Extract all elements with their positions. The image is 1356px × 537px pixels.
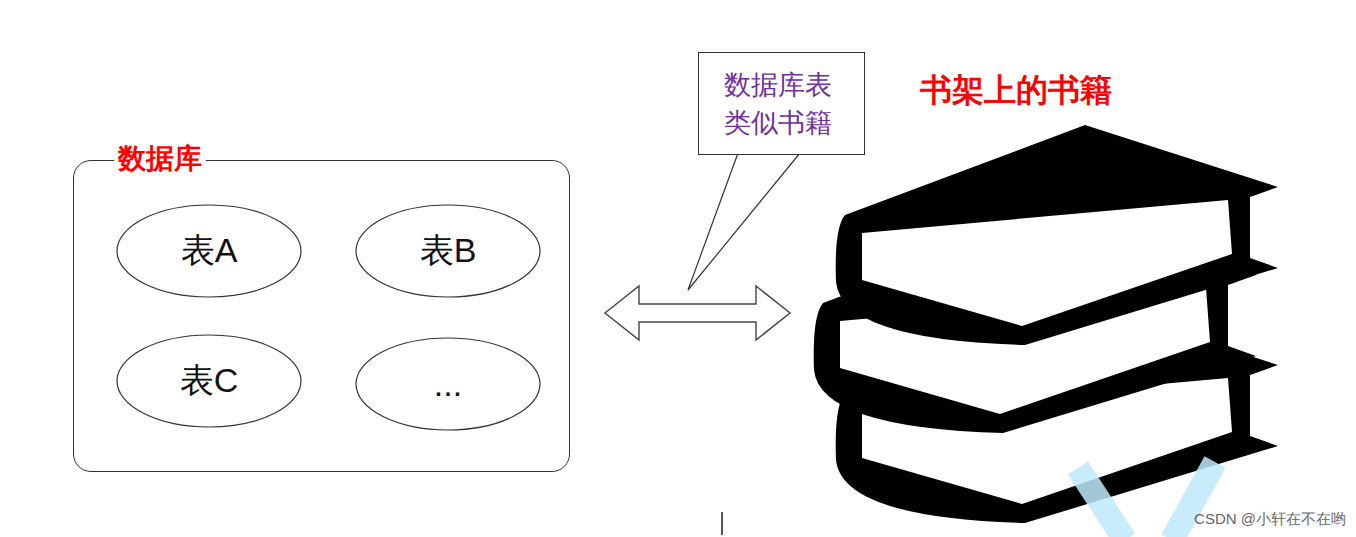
table-ellipse: 表C — [116, 334, 302, 428]
table-ellipse: 表A — [116, 204, 302, 298]
node-label: 表C — [180, 358, 239, 404]
figure-title: 书架上的书籍 — [920, 70, 1112, 110]
callout-tail — [688, 153, 800, 290]
table-ellipse: 表B — [355, 204, 541, 298]
node-label: ... — [434, 365, 462, 404]
table-ellipse: ... — [355, 337, 541, 431]
node-label: 表A — [181, 228, 238, 274]
callout-text: 数据库表 类似书籍 — [724, 66, 840, 142]
group-heading: 数据库 — [114, 141, 206, 177]
node-label: 表B — [420, 228, 477, 274]
decor-stroke — [1078, 468, 1125, 537]
database-group: 数据库表A表B表C... — [73, 160, 570, 472]
double-block-arrow — [605, 286, 790, 340]
watermark: CSDN @小轩在不在哟 — [1194, 510, 1346, 529]
cursor-mark — [721, 512, 723, 535]
book-top — [836, 125, 1278, 345]
callout-box: 数据库表 类似书籍 — [698, 52, 865, 155]
books-figure: 书架上的书籍 — [820, 70, 1280, 510]
